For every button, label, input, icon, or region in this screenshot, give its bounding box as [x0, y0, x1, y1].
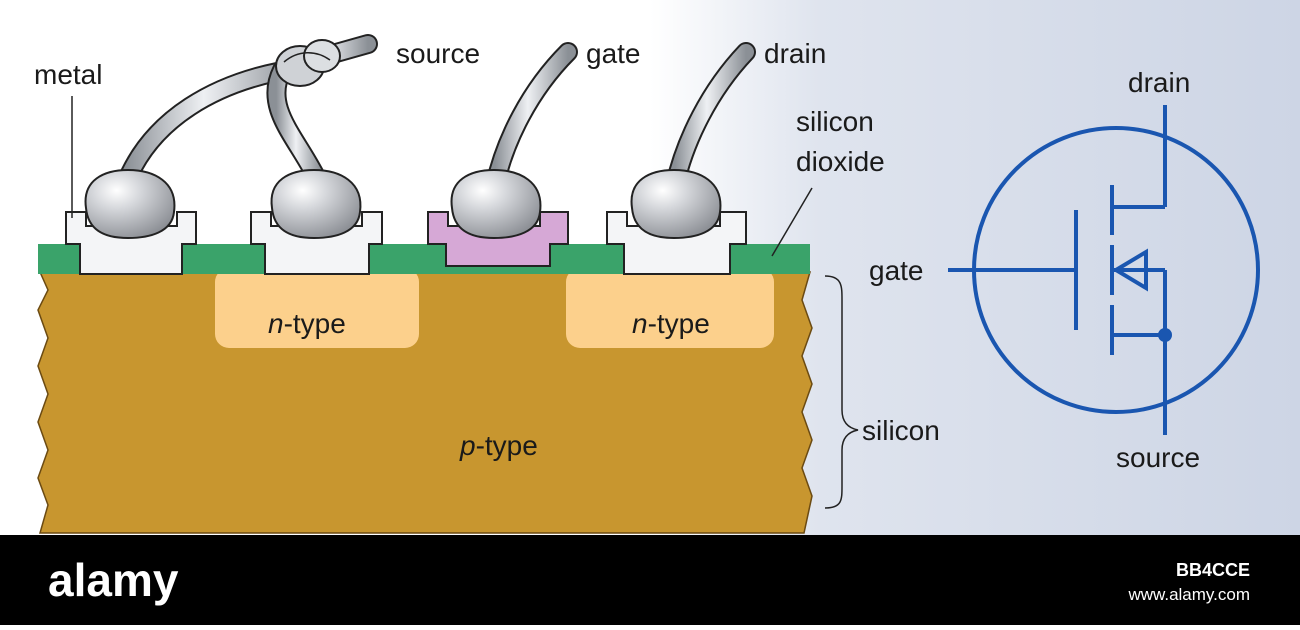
n-type-right-label: n-type [632, 308, 710, 339]
n-type-left-rest: -type [284, 308, 346, 339]
n-type-left-label: n-type [268, 308, 346, 339]
symbol-source-label: source [1116, 442, 1200, 473]
solder-blob-2 [270, 168, 362, 240]
gate-label: gate [586, 38, 641, 69]
solder-blob-4 [630, 168, 722, 240]
silicon-bracket [824, 275, 859, 509]
p-type-label: p-type [459, 430, 538, 461]
gate-pad [427, 211, 569, 267]
footer-image-id: BB4CCE [1176, 560, 1250, 580]
n-type-right-italic: n [632, 308, 648, 339]
symbol-drain-label: drain [1128, 67, 1190, 98]
symbol-arrow [1112, 248, 1148, 292]
footer-logo: alamy [48, 554, 179, 606]
mosfet-symbol [948, 105, 1260, 435]
footer-url: www.alamy.com [1127, 585, 1250, 604]
silicon-dioxide-layer [38, 244, 810, 274]
n-type-region-right [566, 268, 774, 348]
n-type-right-rest: -type [648, 308, 710, 339]
symbol-junction-dot [1158, 328, 1172, 342]
n-type-left-italic: n [268, 308, 284, 339]
n-type-region-left [215, 268, 419, 348]
p-type-italic: p [459, 430, 476, 461]
symbol-gate-label: gate [869, 255, 924, 286]
source-label: source [396, 38, 480, 69]
solder-blob-1 [84, 168, 176, 240]
silicon-dioxide-label-line2: dioxide [796, 146, 885, 177]
oxide-leader-line [771, 187, 813, 257]
p-type-rest: -type [476, 430, 538, 461]
footer-bar [0, 535, 1300, 625]
silicon-dioxide-label-line1: silicon [796, 106, 874, 137]
solder-blob-gate [450, 168, 542, 240]
metal-label: metal [34, 59, 102, 90]
silicon-label: silicon [862, 415, 940, 446]
drain-label: drain [764, 38, 826, 69]
